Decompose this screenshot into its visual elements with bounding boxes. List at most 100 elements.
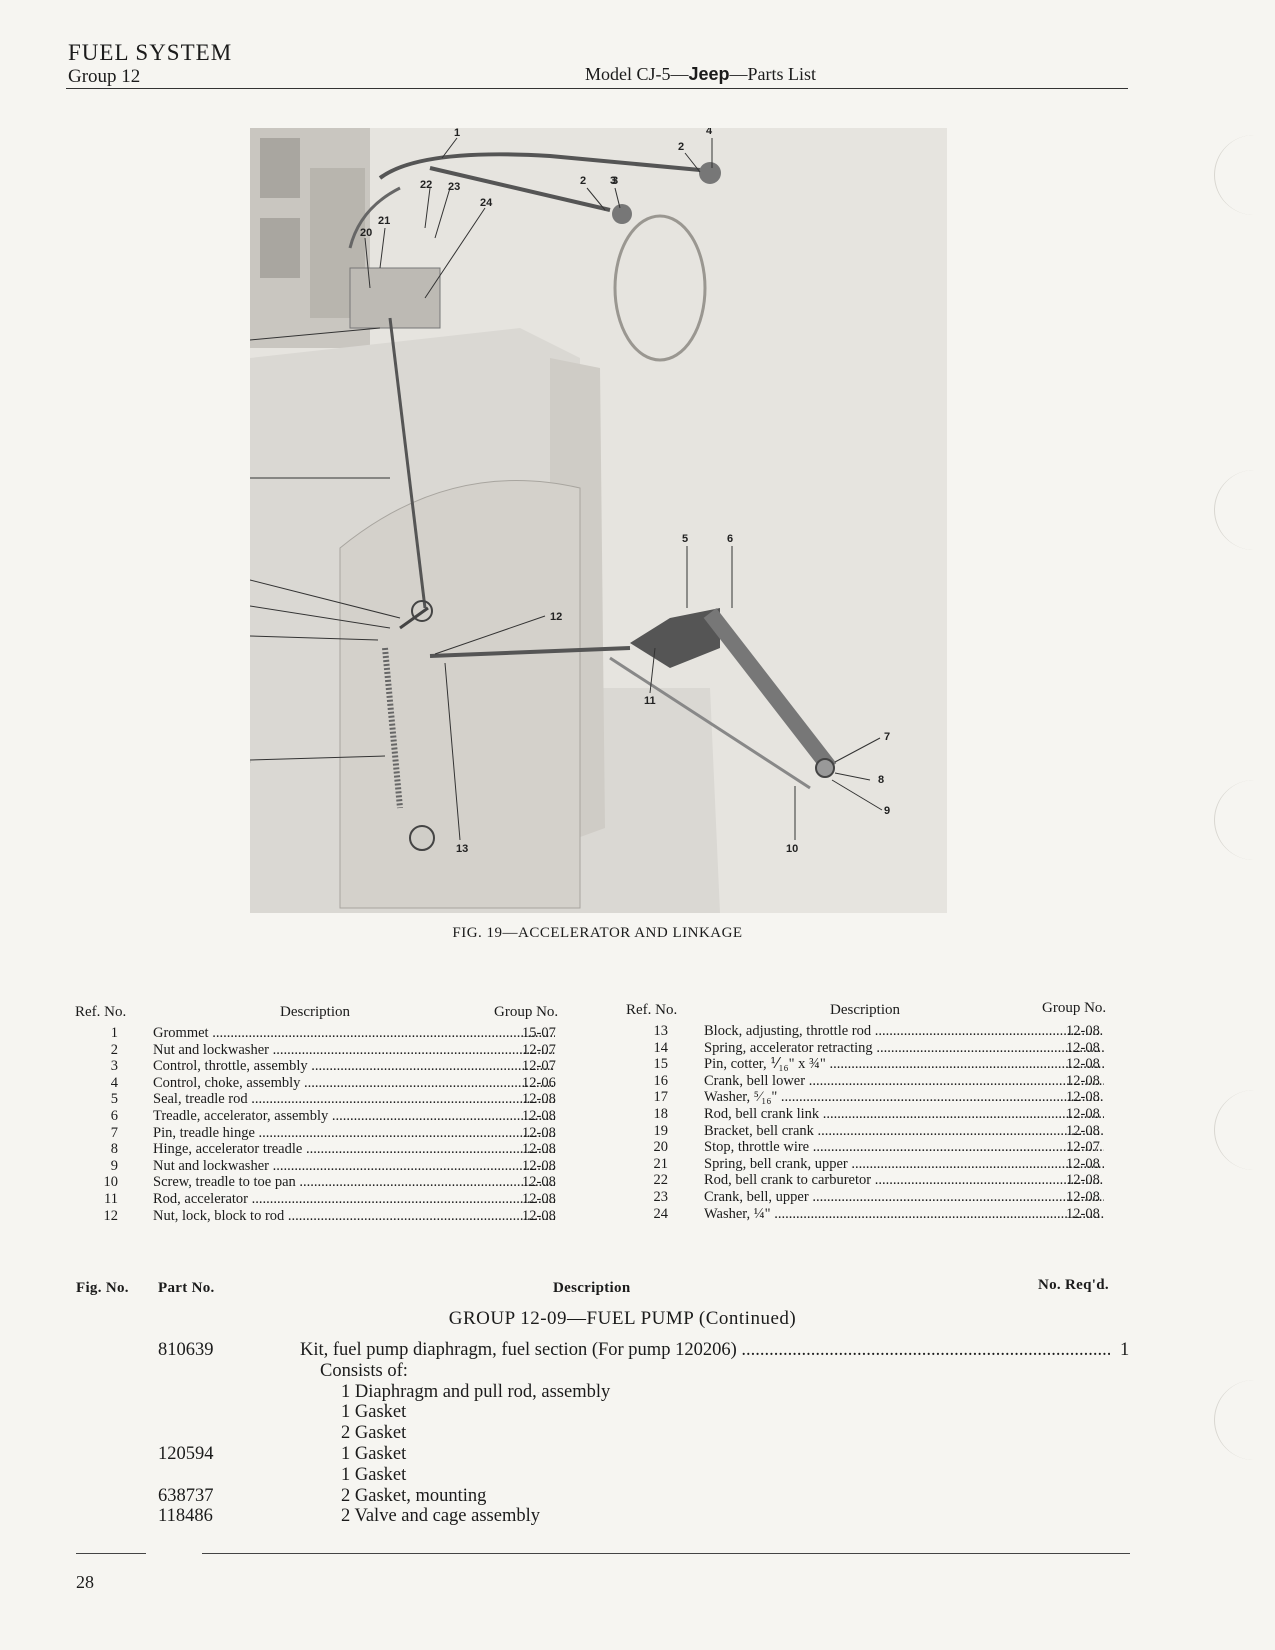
header-ref-right: Ref. No. xyxy=(626,1002,678,1018)
header-group-right: Group No. xyxy=(1042,1000,1107,1016)
part-description: Nut, lock, block to rod xyxy=(153,1208,555,1225)
footer-rule-long xyxy=(202,1553,1130,1554)
list-item: 20 Stop, throttle wire12-07 xyxy=(610,1139,1130,1156)
group-no: 12-08 xyxy=(522,1190,556,1207)
catalog-description: 2 Gasket xyxy=(341,1423,407,1444)
header-desc-right: Description xyxy=(830,1002,900,1018)
ref-no: 2 xyxy=(110,1041,118,1058)
part-description: Crank, bell lower xyxy=(704,1073,1104,1090)
catalog-description: 1 Gasket xyxy=(341,1464,407,1485)
catalog-description: 1 Gasket xyxy=(341,1402,407,1423)
edge-tab xyxy=(1214,470,1275,550)
part-description: Washer, ⁵⁄₁₆" xyxy=(704,1089,1104,1106)
group-no: 12-08 xyxy=(1066,1072,1100,1089)
header-desc-left: Description xyxy=(280,1004,350,1020)
group-no: 12-07 xyxy=(1066,1139,1100,1156)
ref-no: 18 xyxy=(653,1105,669,1122)
callout-9: 9 xyxy=(884,805,890,817)
ref-no: 24 xyxy=(653,1205,669,1222)
ref-no: 1 xyxy=(110,1025,118,1041)
ref-no: 10 xyxy=(103,1174,119,1191)
part-description: Pin, treadle hinge xyxy=(153,1125,555,1142)
ref-no: 14 xyxy=(653,1039,669,1056)
part-number: 120594 xyxy=(158,1443,214,1464)
part-description: Spring, bell crank, upper xyxy=(704,1156,1104,1173)
catalog-description: 2 Gasket, mounting xyxy=(341,1485,487,1506)
list-item: 13 Block, adjusting, throttle rod12-08 xyxy=(610,1023,1130,1040)
ref-no: 4 xyxy=(110,1074,118,1091)
part-description: Washer, ¼" xyxy=(704,1206,1104,1223)
callout-3b: 3 xyxy=(612,175,618,187)
ref-no: 11 xyxy=(104,1190,118,1207)
list-item: 10 Screw, treadle to toe pan12-08 xyxy=(60,1174,580,1191)
accelerator-linkage-figure: 1 2 3 4 2 3 22 23 24 21 20 19 18 17 16 1… xyxy=(250,128,947,913)
ref-no: 6 xyxy=(110,1107,118,1124)
part-description: Stop, throttle wire xyxy=(704,1139,1104,1156)
callout-13: 13 xyxy=(456,843,468,855)
part-number: 638737 xyxy=(158,1485,214,1506)
ref-no: 16 xyxy=(653,1072,669,1089)
group-no: 12-08 xyxy=(522,1157,556,1174)
callout-20: 20 xyxy=(360,227,372,239)
part-description: Rod, accelerator xyxy=(153,1191,555,1208)
ref-no: 8 xyxy=(110,1141,118,1158)
callout-22: 22 xyxy=(420,179,432,191)
ref-no: 17 xyxy=(653,1089,669,1106)
footer-rule-short xyxy=(76,1553,146,1554)
part-description: Screw, treadle to toe pan xyxy=(153,1174,555,1191)
header-ref-left: Ref. No. xyxy=(75,1004,127,1020)
table-row: Consists of: xyxy=(158,1361,1138,1382)
catalog-description: Kit, fuel pump diaphragm, fuel section (… xyxy=(300,1340,1110,1361)
ref-no: 21 xyxy=(653,1155,669,1172)
group-no: 12-08 xyxy=(522,1174,556,1191)
ref-no: 7 xyxy=(110,1124,118,1141)
callout-7: 7 xyxy=(884,731,890,743)
list-item: 11 Rod, accelerator12-08 xyxy=(60,1191,580,1208)
group-no: 12-08 xyxy=(1066,1172,1100,1189)
ref-no: 13 xyxy=(653,1023,669,1039)
callout-1: 1 xyxy=(454,128,460,139)
group-no: 12-08 xyxy=(522,1124,556,1141)
part-description: Block, adjusting, throttle rod xyxy=(704,1023,1104,1040)
edge-tab xyxy=(1214,135,1275,215)
group-no: 12-08 xyxy=(1066,1205,1100,1222)
part-description: Pin, cotter, ⅟₁₆" x ¾" xyxy=(704,1056,1104,1073)
ref-no: 20 xyxy=(653,1139,669,1156)
list-item: 7 Pin, treadle hinge12-08 xyxy=(60,1125,580,1142)
callout-10: 10 xyxy=(786,843,798,855)
callout-12: 12 xyxy=(550,611,562,623)
part-description: Nut and lockwasher xyxy=(153,1042,555,1059)
catalog-list: 810639 Kit, fuel pump diaphragm, fuel sec… xyxy=(158,1340,1138,1527)
callout-23: 23 xyxy=(448,181,460,193)
figure-drawing: 1 2 3 4 2 3 22 23 24 21 20 19 18 17 16 1… xyxy=(250,128,947,913)
group-no: 12-08 xyxy=(522,1107,556,1124)
callout-8: 8 xyxy=(878,774,884,786)
part-description: Seal, treadle rod xyxy=(153,1091,555,1108)
callout-3a: 3 xyxy=(610,175,616,187)
part-description: Rod, bell crank to carburetor xyxy=(704,1172,1104,1189)
table-row: 810639 Kit, fuel pump diaphragm, fuel sec… xyxy=(158,1340,1138,1361)
ref-no: 22 xyxy=(653,1172,669,1189)
callout-11: 11 xyxy=(644,695,656,707)
part-description: Hinge, accelerator treadle xyxy=(153,1141,555,1158)
part-number: 810639 xyxy=(158,1340,214,1360)
group-no: 12-08 xyxy=(522,1207,556,1224)
catalog-description: Consists of: xyxy=(320,1360,408,1381)
group-title: GROUP 12-09—FUEL PUMP (Continued) xyxy=(448,1308,797,1329)
group-no: 12-08 xyxy=(1066,1023,1100,1039)
callout-4: 4 xyxy=(706,128,713,137)
ref-no: 9 xyxy=(110,1157,118,1174)
callout-2b: 2 xyxy=(580,175,586,187)
group-no: 12-08 xyxy=(1066,1188,1100,1205)
list-item: 16 Crank, bell lower12-08 xyxy=(610,1073,1130,1090)
